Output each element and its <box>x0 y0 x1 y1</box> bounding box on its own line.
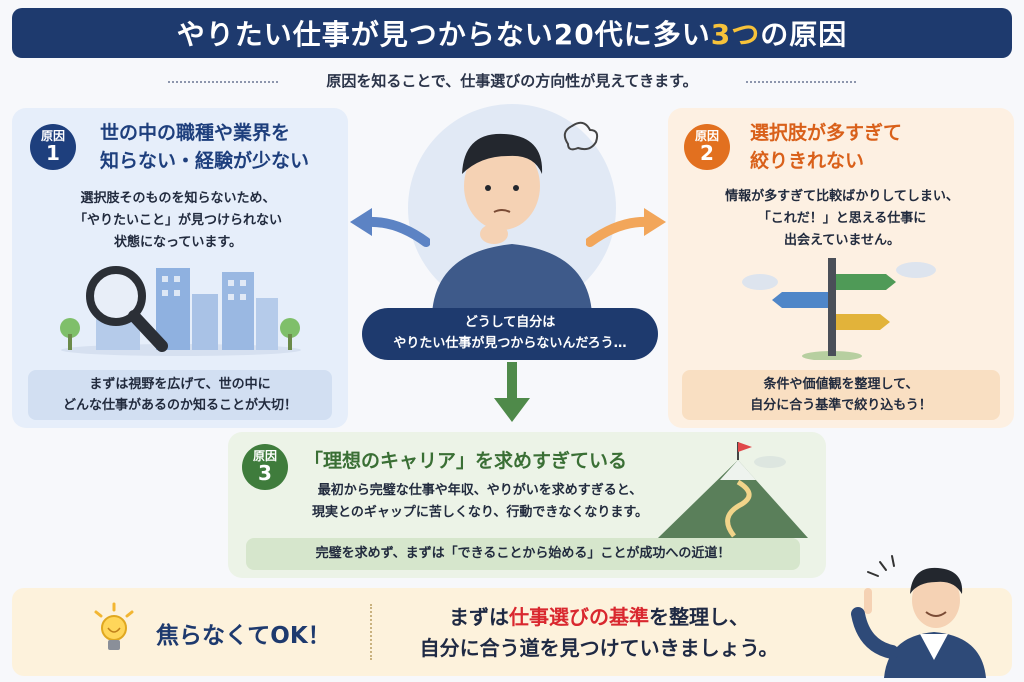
title-text-1: やりたい仕事が見つからない20代に多い <box>176 18 711 51</box>
bottom-message-box <box>12 588 1012 676</box>
subtitle-divider-right <box>746 81 856 83</box>
badge-label: 原因 <box>40 129 65 144</box>
bottom-divider <box>370 604 372 660</box>
closing-message: まずは仕事選びの基準を整理し、 自分に合う道を見つけていきましょう。 <box>419 605 779 660</box>
subtitle-divider-left <box>168 81 278 83</box>
cause-2-advice: 条件や価値観を整理して、 自分に合う基準で絞り込もう！ <box>682 370 1000 420</box>
badge-number: 3 <box>258 460 272 485</box>
cause-1-badge: 原因 1 <box>30 124 76 170</box>
title-banner: やりたい仕事が見つからない20代に多い3つの原因 <box>12 8 1012 58</box>
badge-number: 2 <box>700 140 714 165</box>
badge-label: 原因 <box>252 449 277 464</box>
cause-2-title: 選択肢が多すぎて 絞りきれない <box>750 122 903 172</box>
cause-3-advice: 完璧を求めず、まずは「できることから始める」ことが成功への近道！ <box>246 538 800 570</box>
badge-number: 1 <box>46 140 60 165</box>
arrow-right-icon <box>586 208 666 247</box>
arrow-left-icon <box>350 208 430 247</box>
title-text-2: の原因 <box>760 18 848 51</box>
arrow-down-icon <box>494 362 530 422</box>
cause-2-badge: 原因 2 <box>684 124 730 170</box>
cause-2-description: 情報が多すぎて比較ばかりしてしまい、 「これだ！」と思える仕事に 出会えていませ… <box>725 189 959 249</box>
badge-label: 原因 <box>694 129 719 144</box>
criteria-highlight: 仕事選びの基準 <box>509 605 649 629</box>
thinking-man-icon <box>408 104 616 314</box>
cause-3-description: 最初から完璧な仕事や年収、やりがいを求めすぎると、 現実とのギャップに苦しくなり… <box>311 483 649 521</box>
cause-1-description: 選択肢そのものを知らないため、 「やりたいこと」が見つけられない 状態になってい… <box>73 191 282 251</box>
mountain-flag-icon <box>658 442 808 538</box>
cause-1-title: 世の中の職種や業界を 知らない・経験が少ない <box>100 122 310 172</box>
thought-bubble: どうして自分は やりたい仕事が見つからないんだろう… <box>362 308 658 360</box>
magnifier-icon <box>60 266 301 356</box>
cause-1-advice: まずは視野を広げて、世の中に どんな仕事があるのか知ることが大切！ <box>28 370 332 420</box>
cause-3-badge: 原因 3 <box>242 444 288 490</box>
cause-3-title: 「理想のキャリア」を求めすぎている <box>304 450 628 472</box>
subtitle: 原因を知ることで、仕事選びの方向性が見えてきます。 <box>326 72 698 90</box>
page-title: やりたい仕事が見つからない20代に多い3つの原因 <box>177 13 847 53</box>
signpost-icon <box>742 258 936 360</box>
title-highlight: 3つ <box>710 18 761 51</box>
pointing-man-icon <box>851 555 986 678</box>
lightbulb-icon <box>94 602 134 650</box>
reassurance-text: 焦らなくてOK！ <box>156 623 331 649</box>
